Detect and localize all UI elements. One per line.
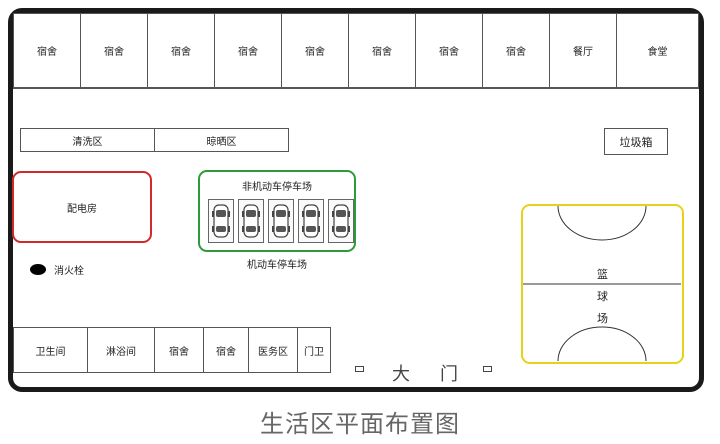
top-room-dining-hall[interactable]: 食堂 xyxy=(616,13,699,88)
motor-parking-label: 机动车停车场 xyxy=(247,260,307,271)
parking-slot-5[interactable] xyxy=(328,199,354,243)
court-label-3: 场 xyxy=(597,312,608,325)
bottom-room-guard[interactable]: 门卫 xyxy=(297,327,331,373)
car-icon xyxy=(272,204,290,238)
power-room-label: 配电房 xyxy=(67,203,97,215)
top-room-canteen[interactable]: 餐厅 xyxy=(549,13,617,88)
bottom-room-dorm-2[interactable]: 宿舍 xyxy=(203,327,249,373)
non-motor-parking[interactable]: 非机动车停车场 xyxy=(198,170,356,252)
gate-post-right xyxy=(483,366,492,372)
top-room-4[interactable]: 宿舍 xyxy=(214,13,282,88)
bottom-room-toilet[interactable]: 卫生间 xyxy=(13,327,88,373)
gate-post-left xyxy=(355,366,364,372)
gate-label-1: 大 xyxy=(392,364,410,385)
car-icon xyxy=(242,204,260,238)
top-room-7[interactable]: 宿舍 xyxy=(415,13,483,88)
top-room-1[interactable]: 宿舍 xyxy=(13,13,81,88)
non-motor-parking-label: 非机动车停车场 xyxy=(242,182,312,193)
laundry-area[interactable]: 清洗区 xyxy=(20,128,155,152)
top-row-bottom-line xyxy=(13,88,699,89)
bottom-room-dorm-1[interactable]: 宿舍 xyxy=(154,327,204,373)
car-icon xyxy=(332,204,350,238)
top-room-6[interactable]: 宿舍 xyxy=(348,13,416,88)
bottom-room-medical[interactable]: 医务区 xyxy=(248,327,298,373)
top-room-8[interactable]: 宿舍 xyxy=(482,13,550,88)
parking-slot-1[interactable] xyxy=(208,199,234,243)
parking-slot-3[interactable] xyxy=(268,199,294,243)
trash-bin[interactable]: 垃圾箱 xyxy=(604,128,668,155)
parking-slot-4[interactable] xyxy=(298,199,324,243)
top-room-2[interactable]: 宿舍 xyxy=(80,13,148,88)
top-room-5[interactable]: 宿舍 xyxy=(281,13,349,88)
court-label-1: 篮 xyxy=(597,268,608,281)
basketball-court[interactable]: 篮 球 场 xyxy=(521,204,684,364)
gate-label-2: 门 xyxy=(440,364,458,385)
power-room[interactable]: 配电房 xyxy=(12,171,152,243)
bottom-room-shower[interactable]: 淋浴间 xyxy=(87,327,155,373)
top-room-3[interactable]: 宿舍 xyxy=(147,13,215,88)
drying-area[interactable]: 晾晒区 xyxy=(154,128,289,152)
parking-slot-2[interactable] xyxy=(238,199,264,243)
court-label-2: 球 xyxy=(597,290,608,303)
hydrant-icon xyxy=(30,264,46,275)
court-markings-icon xyxy=(523,206,681,361)
diagram-caption: 生活区平面布置图 xyxy=(260,410,460,438)
hydrant-label: 消火栓 xyxy=(54,266,84,277)
car-icon xyxy=(212,204,230,238)
car-icon xyxy=(302,204,320,238)
